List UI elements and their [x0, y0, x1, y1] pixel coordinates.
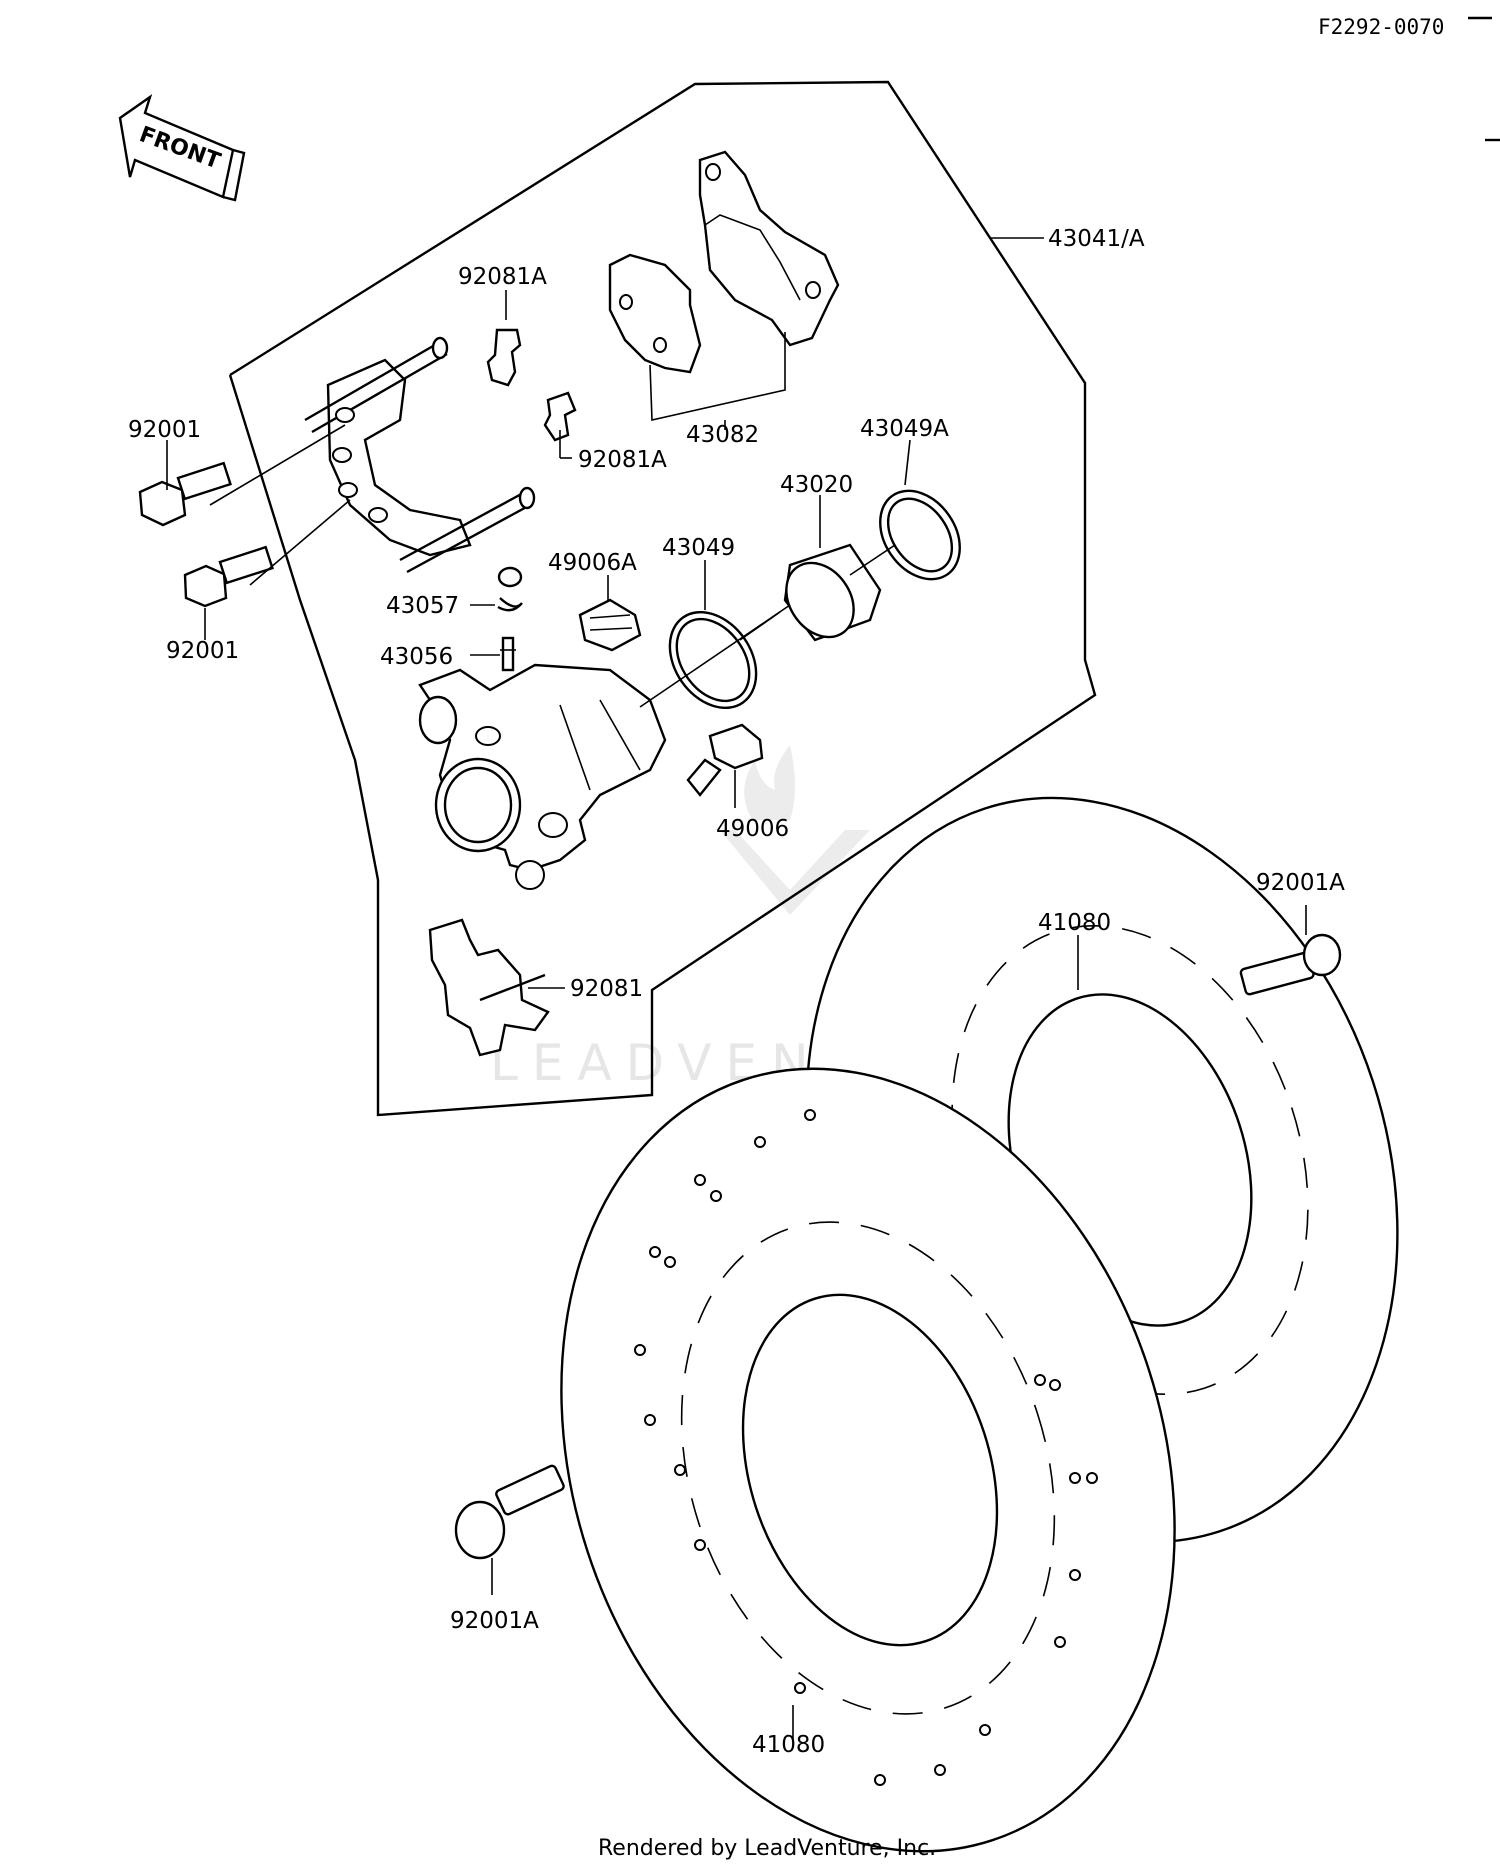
label-pad-spring: 92081 — [570, 976, 643, 1002]
label-disc-rear: 41080 — [1038, 910, 1111, 936]
label-cap: 43057 — [386, 593, 459, 619]
brake-disc-front — [560, 1067, 1176, 1853]
front-arrow-icon: FRONT — [118, 93, 246, 202]
pad-spring-middle — [543, 391, 577, 442]
label-disc-bolt-right: 92001A — [1256, 870, 1345, 896]
label-piston-seal: 43049 — [662, 535, 735, 561]
label-bolt-lower: 92001 — [166, 638, 239, 664]
brake-pad-inner — [608, 253, 702, 374]
label-disc-bolt-left: 92001A — [450, 1608, 539, 1634]
label-caliper-assy: 43041/A — [1048, 226, 1145, 252]
caliper-body — [418, 663, 667, 890]
pad-spring-lower — [428, 918, 550, 1057]
diagram-code: F2292-0070 — [1318, 15, 1444, 39]
part-labels: 43041/A 92081A 92081A 43082 92001 92001 … — [128, 226, 1345, 1758]
piston-seal — [668, 610, 758, 710]
label-slide-pin: 49006 — [716, 816, 789, 842]
footer-credit: Rendered by LeadVenture, Inc. — [598, 1836, 936, 1861]
disc-bolt-right — [1239, 933, 1342, 996]
bleeder-cap — [497, 566, 523, 612]
caliper-assembly-outline — [228, 80, 1097, 1117]
slide-pin — [686, 723, 764, 797]
label-pad-spring-mid: 92081A — [578, 447, 667, 473]
pin-boot — [578, 598, 642, 652]
pad-spring-upper — [486, 328, 522, 387]
bleeder-valve — [500, 636, 516, 672]
brake-pad-outer — [698, 150, 840, 347]
label-piston: 43020 — [780, 472, 853, 498]
label-dust-seal: 43049A — [860, 416, 949, 442]
caliper-bracket — [304, 336, 536, 574]
label-pads: 43082 — [686, 422, 759, 448]
label-pin-boot: 49006A — [548, 550, 637, 576]
label-disc-front: 41080 — [752, 1732, 825, 1758]
label-bolt-upper: 92001 — [128, 417, 201, 443]
bracket-bolt-lower — [183, 545, 274, 608]
piston — [783, 543, 882, 642]
dust-seal — [879, 489, 961, 581]
label-bleeder: 43056 — [380, 644, 453, 670]
leader-lines — [166, 237, 1307, 1740]
disc-bolt-left — [454, 1464, 565, 1560]
label-pad-spring-upper: 92081A — [458, 264, 547, 290]
bracket-bolt-upper — [138, 461, 232, 527]
